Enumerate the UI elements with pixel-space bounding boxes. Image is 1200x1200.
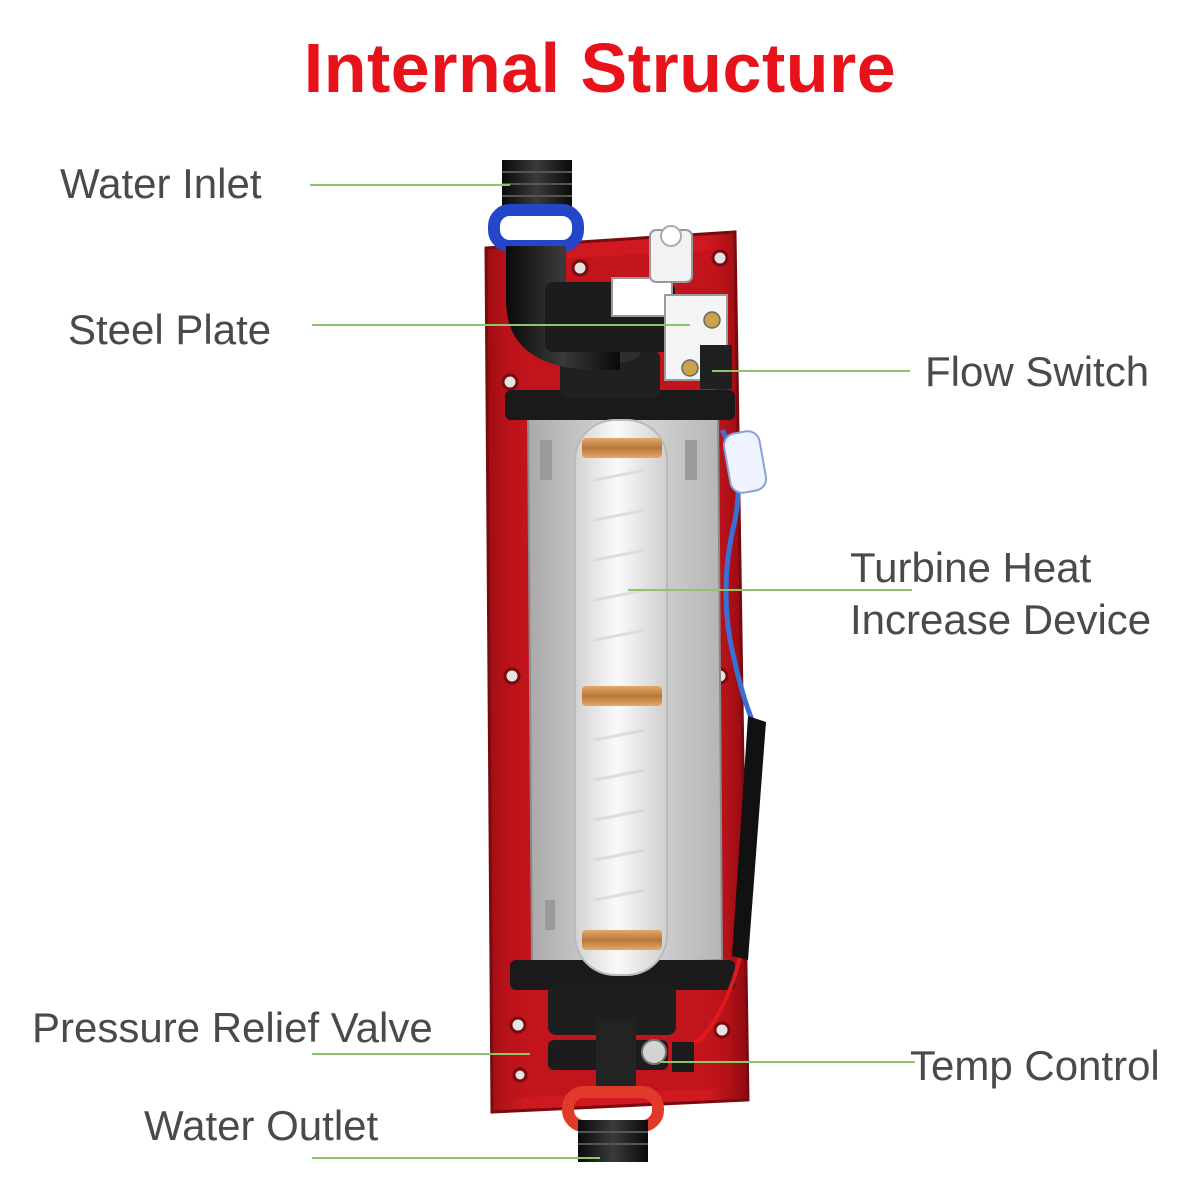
label-pressure-relief-valve: Pressure Relief Valve — [32, 1004, 433, 1051]
outlet-pipe — [562, 1086, 664, 1162]
blue-wire — [719, 428, 768, 721]
label-turbine-line2: Increase Device — [850, 596, 1152, 643]
page-title: Internal Structure — [303, 29, 897, 107]
label-turbine-line1: Turbine Heat — [850, 544, 1092, 591]
label-flow-switch: Flow Switch — [925, 348, 1150, 395]
label-turbine-heat-increase-device: Turbine Heat Increase Device — [850, 542, 1151, 646]
flow-switch — [611, 225, 732, 389]
label-water-outlet: Water Outlet — [144, 1102, 379, 1149]
wire-sleeve — [732, 716, 766, 960]
label-water-inlet: Water Inlet — [60, 160, 262, 207]
heating-tube — [574, 419, 668, 976]
leader-lines — [310, 184, 915, 1159]
bottom-valve — [548, 1020, 694, 1095]
label-temp-control: Temp Control — [910, 1042, 1160, 1089]
label-steel-plate: Steel Plate — [68, 306, 272, 353]
